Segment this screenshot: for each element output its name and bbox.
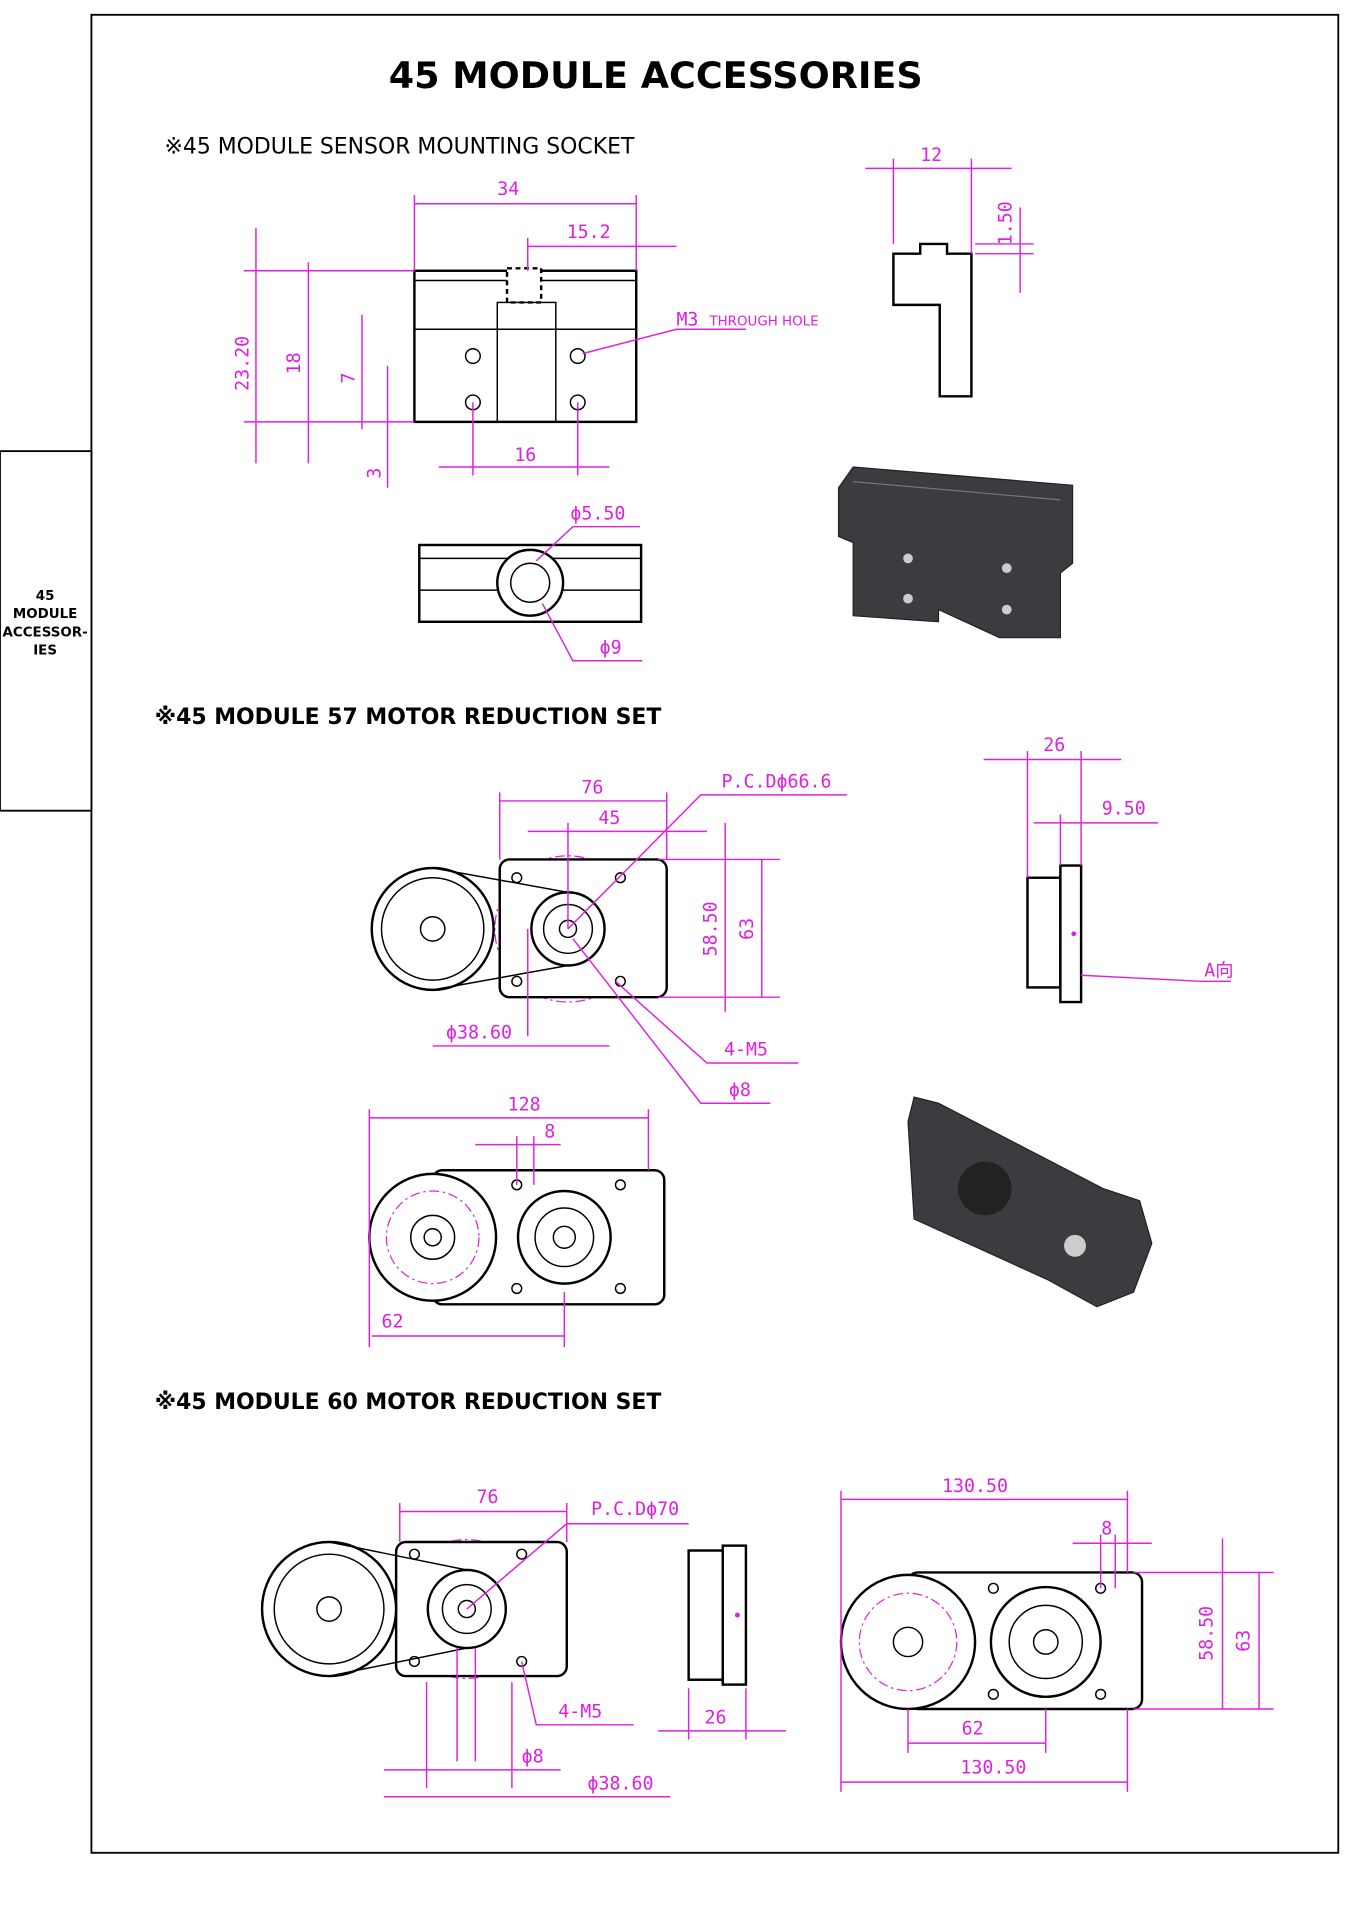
page-title: 45 MODULE ACCESSORIES	[389, 54, 923, 97]
dim-8: 8	[1101, 1519, 1112, 1540]
page-border	[90, 13, 1340, 1854]
dim-62: 62	[962, 1719, 984, 1740]
dim-63: 63	[737, 918, 758, 940]
motor57-bottom-view: 128 8 62	[368, 1095, 666, 1347]
dim-3: 3	[364, 468, 385, 479]
dim-1-50: 1.50	[996, 201, 1017, 245]
view-a-label: A向	[1204, 960, 1233, 981]
dim-130-50-top: 130.50	[942, 1476, 1008, 1497]
dim-phi-8: ϕ8	[729, 1080, 751, 1101]
m3-label: M3 THROUGH HOLE	[676, 310, 818, 331]
dim-phi-9: ϕ9	[600, 637, 622, 658]
dim-7: 7	[339, 373, 360, 384]
motor57-side-view: 26 9.50 A向	[983, 735, 1233, 1004]
dim-128: 128	[508, 1095, 541, 1116]
motor60-front-view: 76 P.C.Dϕ70 4-M5 ϕ8 ϕ38.60	[260, 1487, 689, 1798]
motor60-back-view: 130.50 8 58.50 63 62 130.50	[839, 1476, 1274, 1792]
dim-4-m5: 4-M5	[558, 1702, 602, 1723]
dim-4-m5: 4-M5	[724, 1040, 768, 1061]
dim-15-2: 15.2	[567, 222, 611, 243]
socket-top-view: ϕ5.50 ϕ9	[418, 503, 643, 662]
motor57-front-view: 76 45 P.C.Dϕ66.6 58.50 63 ϕ38.60 4-M5 ϕ8	[370, 772, 848, 1104]
motor60-side-view: 26	[658, 1544, 787, 1740]
dim-18: 18	[284, 352, 305, 374]
dim-23-20: 23.20	[233, 336, 254, 391]
section-heading-sensor-socket: ※45 MODULE SENSOR MOUNTING SOCKET	[165, 135, 635, 160]
dim-phi-38-60: ϕ38.60	[446, 1023, 512, 1044]
dim-45: 45	[598, 808, 620, 829]
dim-26: 26	[704, 1708, 726, 1729]
dim-phi-38-60: ϕ38.60	[587, 1773, 653, 1794]
dim-76: 76	[477, 1487, 499, 1508]
dim-8: 8	[544, 1121, 555, 1142]
motor57-3d-render	[907, 1096, 1153, 1308]
socket-side-view: 12 1.50	[865, 145, 1034, 398]
dim-62: 62	[381, 1311, 403, 1332]
dim-pcd: P.C.Dϕ70	[591, 1499, 679, 1520]
dim-phi-8: ϕ8	[522, 1747, 544, 1768]
dim-76: 76	[581, 778, 603, 799]
dim-9-50: 9.50	[1102, 798, 1146, 819]
dim-16: 16	[514, 445, 536, 466]
dim-pcd: P.C.Dϕ66.6	[722, 772, 832, 793]
side-tab-line: MODULE	[13, 607, 77, 622]
dim-58-50: 58.50	[701, 901, 722, 956]
dim-58-50: 58.50	[1197, 1606, 1218, 1661]
section-heading-57-motor: ※45 MODULE 57 MOTOR REDUCTION SET	[155, 705, 662, 730]
dim-130-50-bottom: 130.50	[960, 1758, 1026, 1779]
side-tab-line: 45	[36, 589, 55, 604]
section-heading-60-motor: ※45 MODULE 60 MOTOR REDUCTION SET	[155, 1390, 662, 1415]
dim-12: 12	[920, 145, 942, 166]
socket-front-view: 34 15.2 23.20 18 7 3 16 M3 THROUGH HOLE	[233, 179, 819, 488]
side-tab-line: ACCESSOR-	[3, 625, 88, 640]
socket-3d-render	[837, 466, 1074, 639]
side-tab: 45 MODULE ACCESSOR- IES	[0, 450, 93, 812]
dim-63: 63	[1233, 1630, 1254, 1652]
dim-phi-5-50: ϕ5.50	[570, 503, 625, 524]
dim-34: 34	[497, 179, 519, 200]
dim-26: 26	[1043, 735, 1065, 756]
side-tab-line: IES	[33, 644, 57, 659]
